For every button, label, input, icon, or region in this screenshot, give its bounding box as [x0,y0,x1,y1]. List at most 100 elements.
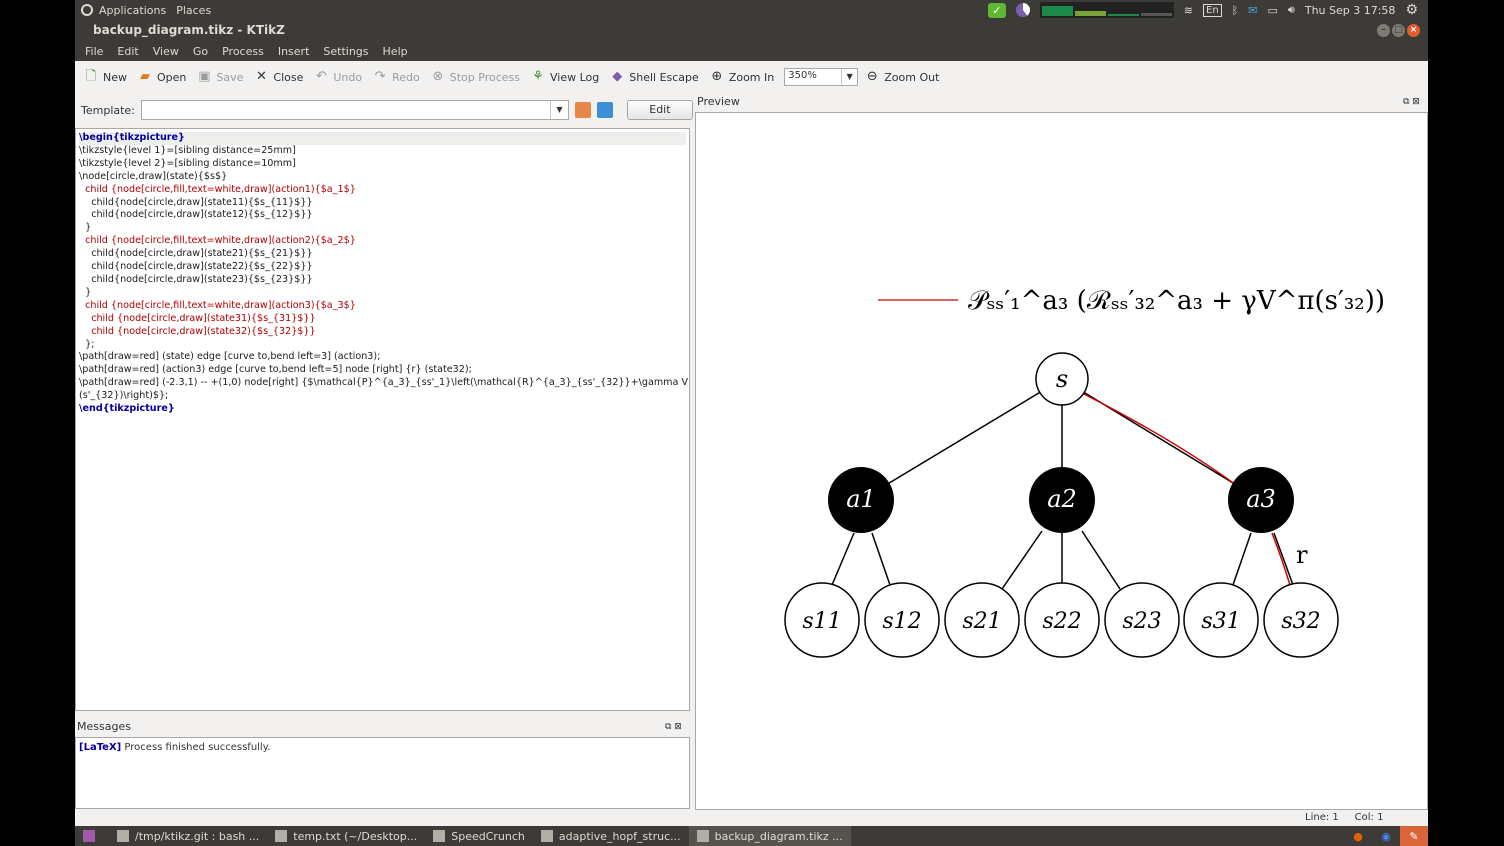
menu-go[interactable]: Go [192,44,209,58]
taskbar-item-backup-diagram[interactable]: backup_diagram.tikz ... [688,826,851,846]
code-line: } [79,286,92,298]
red-edge-s-a3 [1083,393,1237,486]
code-line: (s'_{32})\right)$}; [79,390,169,402]
volume-icon[interactable]: 🔊︎ [1287,3,1295,16]
node-s23-label: s23 [1122,609,1161,634]
node-a1 [828,467,894,533]
view-log-button[interactable]: ⚘View Log [530,69,599,85]
disk-usage-icon[interactable] [1015,3,1030,17]
window-controls: – □ × [1377,24,1420,37]
reload-template-icon[interactable] [596,102,613,118]
menu-help[interactable]: Help [382,44,408,58]
edit-template-button[interactable]: Edit [626,100,693,120]
preview-panel-title: Preview [697,95,740,108]
taskbar-item-bash[interactable]: /tmp/ktikz.git : bash ... [109,826,267,846]
code-line: \path[draw=red] (action3) edge [curve to… [79,364,472,376]
menu-file[interactable]: File [85,44,104,58]
code-line: child{node[circle,draw](state22){$s_{22}… [79,261,313,273]
taskbar-item-temp-txt[interactable]: temp.txt (~/Desktop... [267,826,425,846]
redo-button[interactable]: ↷Redo [372,69,420,85]
code-line: child{node[circle,draw](state23){$s_{23}… [79,273,313,285]
chrome-icon[interactable]: ◉ [1381,829,1391,843]
workspace-icon [83,830,95,842]
chevron-down-icon: ▼ [549,101,568,119]
menu-view[interactable]: View [152,44,179,58]
preview-panel[interactable]: 𝒫ₛₛ′₁^a₃ (ℛₛₛ′₃₂^a₃ + γV^π(s′₃₂)) r s a1 [695,112,1428,810]
ubuntu-logo-icon[interactable] [81,4,93,16]
clock[interactable]: Thu Sep 3 17:58 [1304,3,1396,17]
zoom-level-select[interactable]: 350%▼ [784,68,859,86]
formula-text: 𝒫ₛₛ′₁^a₃ (ℛₛₛ′₃₂^a₃ + γV^π(s′₃₂)) [968,286,1385,316]
menu-edit[interactable]: Edit [117,44,139,58]
close-button[interactable]: ✕Close [253,69,303,85]
new-button[interactable]: 🗋New [83,69,127,85]
ktikz-icon [540,830,553,842]
open-button[interactable]: ▰Open [137,69,186,85]
code-line: \path[draw=red] (state) edge [curve to,b… [79,351,381,363]
keyboard-layout-indicator[interactable]: En [1203,3,1222,17]
code-line: \end{tikzpicture} [79,403,175,415]
window-title: backup_diagram.tikz - KTikZ [93,23,285,37]
firefox-icon[interactable]: ● [1353,829,1363,843]
menu-bar: File Edit View Go Process Insert Setting… [75,41,1428,61]
code-editor[interactable]: \begin{tikzpicture} \tikzstyle{level 1}=… [75,128,690,711]
system-monitor-graph[interactable] [1039,2,1174,18]
places-menu[interactable]: Places [176,3,212,17]
menu-settings[interactable]: Settings [323,44,369,58]
applications-menu[interactable]: Applications [99,3,167,17]
undo-icon: ↶ [315,69,327,84]
wifi-icon[interactable]: ≋ [1183,3,1194,17]
shell-escape-button[interactable]: ◆Shell Escape [609,69,699,85]
desktop-screen: Applications Places ✓ ≋ En ᛒ ✉ ▭ 🔊︎ Thu … [75,0,1428,846]
ktikz-tray-icon[interactable]: ✎ [1400,826,1428,846]
menu-process[interactable]: Process [222,44,264,58]
show-desktop-button[interactable] [75,826,109,846]
node-a1-label: a1 [846,485,876,513]
chevron-down-icon: ▼ [841,69,857,85]
node-s32-label: s32 [1281,609,1320,634]
template-combobox[interactable]: ▼ [140,100,569,120]
zoom-out-icon: ⊖ [866,69,878,84]
zoom-out-button[interactable]: ⊖Zoom Out [864,69,940,85]
save-button[interactable]: ▣Save [198,69,244,84]
top-panel: Applications Places ✓ ≋ En ᛒ ✉ ▭ 🔊︎ Thu … [75,0,1428,20]
mail-icon[interactable]: ✉ [1248,3,1258,17]
folder-open-icon: ▰ [140,69,150,84]
node-s-label: s [1056,365,1068,393]
zoom-in-icon: ⊕ [711,69,723,84]
close-window-button[interactable]: × [1407,24,1420,37]
battery-icon[interactable]: ▭ [1267,3,1278,17]
message-tag: [LaTeX] [79,742,122,753]
template-row: Template: ▼ Edit [75,97,695,123]
messages-panel-controls[interactable]: ⧉ ⊠ [665,722,682,732]
node-a2-label: a2 [1047,485,1077,513]
zoom-in-button[interactable]: ⊕Zoom In [709,69,774,85]
status-line: Line: 1 [1305,812,1339,823]
calculator-icon [433,830,446,842]
update-check-icon[interactable]: ✓ [987,2,1006,18]
node-s21 [944,582,1020,658]
taskbar-item-speedcrunch[interactable]: SpeedCrunch [425,826,533,846]
bluetooth-icon[interactable]: ᛒ [1231,3,1239,17]
status-col: Col: 1 [1354,812,1384,823]
maximize-button[interactable]: □ [1392,24,1405,37]
edge-a3-s32 [1273,532,1294,586]
window-title-bar[interactable]: backup_diagram.tikz - KTikZ – □ × [75,20,1428,41]
save-icon: ▣ [198,69,211,84]
minimize-button[interactable]: – [1377,24,1390,37]
preview-panel-controls[interactable]: ⧉ ⊠ [1403,97,1420,107]
main-toolbar: 🗋New ▰Open ▣Save ✕Close ↶Undo ↷Redo ⊗Sto… [75,61,1428,93]
node-a3-label: a3 [1246,485,1276,513]
gear-icon[interactable]: ⚙ [1405,2,1418,18]
menu-insert[interactable]: Insert [277,44,310,58]
edge-a2-s23 [1081,530,1121,590]
undo-button[interactable]: ↶Undo [313,69,362,85]
stop-process-button[interactable]: ⊗Stop Process [430,69,520,85]
browse-template-icon[interactable] [574,102,591,118]
taskbar-item-adaptive-hopf[interactable]: adaptive_hopf_struc... [533,826,689,846]
text-editor-icon [275,830,288,842]
redo-icon: ↷ [374,69,386,84]
node-s [1035,352,1089,406]
code-line: child {node[circle,fill,text=white,draw]… [79,183,356,195]
edge-a3-s31 [1232,532,1252,586]
